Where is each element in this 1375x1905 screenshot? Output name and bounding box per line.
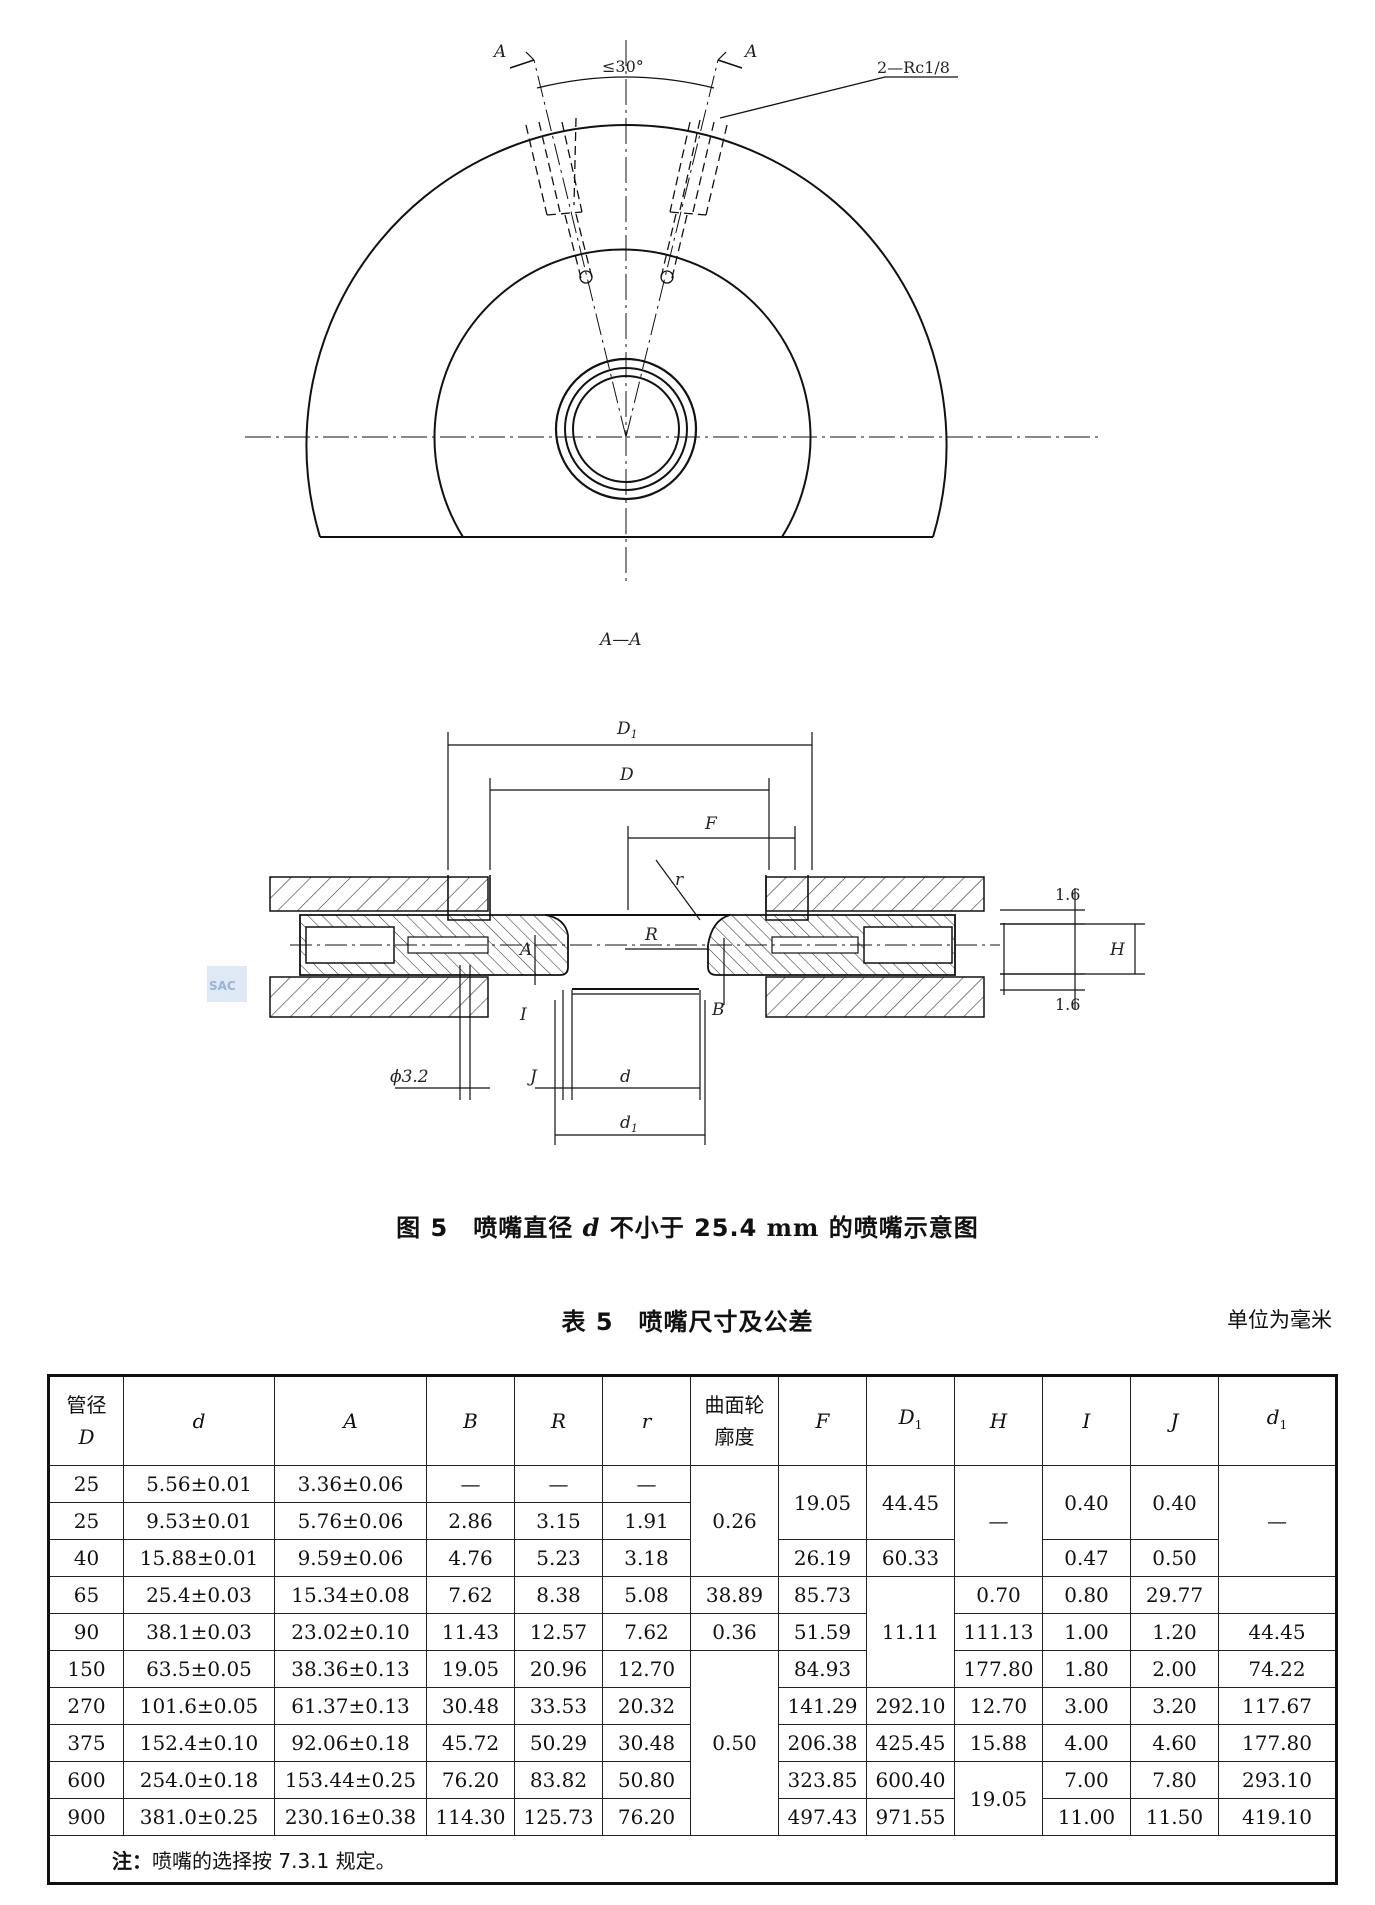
dim-d-label: D <box>619 765 634 785</box>
header-d1-outer: D1 <box>866 1375 955 1466</box>
header-a: A <box>274 1375 427 1466</box>
dim-d1-outer-label: D1 <box>616 719 638 741</box>
dim-thickness-bottom-label: 1.6 <box>1055 995 1080 1014</box>
section-mark-left: A <box>492 42 506 62</box>
header-j: J <box>1130 1375 1219 1466</box>
dim-r-large-label: R <box>644 925 658 945</box>
header-f: F <box>778 1375 867 1466</box>
dim-h-label: H <box>1109 940 1126 960</box>
header-d: d <box>123 1375 275 1466</box>
header-h: H <box>954 1375 1043 1466</box>
sac-watermark: SAC <box>209 979 236 993</box>
dim-b-label: B <box>711 1000 725 1020</box>
header-r-small: r <box>602 1375 691 1466</box>
table-title: 表 5 喷嘴尺寸及公差 <box>561 1308 814 1336</box>
nozzle-section-view <box>207 732 1145 1145</box>
thread-label: 2—Rc1/8 <box>877 58 950 77</box>
dim-phi-label: ϕ3.2 <box>390 1067 429 1087</box>
unit-label: 单位为毫米 <box>1227 1308 1332 1332</box>
header-i: I <box>1042 1375 1131 1466</box>
header-profile: 曲面轮廓度 <box>690 1375 779 1466</box>
header-r-large: R <box>514 1375 603 1466</box>
section-view-a-a <box>245 40 1100 585</box>
header-b: B <box>426 1375 515 1466</box>
dim-f-label: F <box>704 814 718 834</box>
figure-caption: 图 5 喷嘴直径 d 不小于 25.4 mm 的喷嘴示意图 <box>396 1213 979 1242</box>
dim-r-small-label: r <box>675 870 684 890</box>
section-mark-right: A <box>743 42 757 62</box>
dim-d-bore-label: d <box>620 1067 631 1087</box>
dim-i-label: I <box>519 1005 527 1025</box>
section-title-label: A—A <box>598 630 642 650</box>
dim-thickness-top-label: 1.6 <box>1055 885 1080 904</box>
header-d1-bore: d1 <box>1218 1375 1337 1466</box>
angle-label: ≤30° <box>602 57 644 76</box>
table-note: 注：喷嘴的选择按 7.3.1 规定。 <box>48 1835 1337 1884</box>
dim-d1-bore-label: d1 <box>620 1113 638 1135</box>
note-row: 注：喷嘴的选择按 7.3.1 规定。 <box>48 1835 1337 1884</box>
dim-j-label: J <box>527 1067 538 1087</box>
dim-a-label: A <box>518 940 532 960</box>
technical-drawing: ≤30° A A 2—Rc1/8 A—A <box>207 40 1145 1145</box>
